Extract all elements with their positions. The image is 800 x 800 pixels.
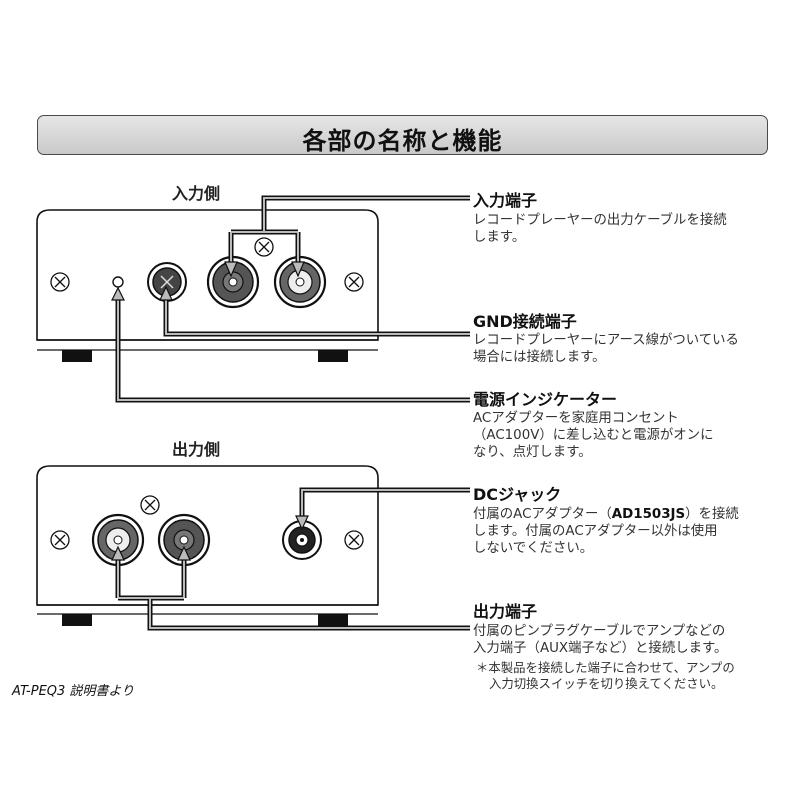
section-banner: 各部の名称と機能 [37, 115, 768, 155]
output-terminal-note: ＊本製品を接続した端子に合わせて、アンプの 入力切換スイッチを切り換えてください… [476, 660, 786, 692]
screw-icon [344, 530, 364, 550]
note-line: ＊本製品を接続した端子に合わせて、アンプの [476, 660, 735, 675]
foot-left [62, 614, 92, 626]
input-jack-left [206, 255, 260, 309]
output-panel [36, 465, 379, 626]
description-line: レコードプレーヤーの出力ケーブルを接続 [473, 213, 727, 228]
dc-jack [282, 520, 322, 560]
description-line: します。 [473, 230, 526, 245]
dc-jack-heading: DCジャック [473, 485, 562, 504]
foot-right [318, 350, 348, 362]
screw-icon [344, 272, 364, 292]
note-line: 入力切換スイッチを切り換えてください。 [489, 676, 724, 691]
output-terminal-heading: 出力端子 [473, 602, 538, 621]
power-indicator-heading: 電源インジケーター [473, 390, 618, 409]
source-caption: AT-PEQ3 説明書より [12, 684, 135, 699]
description-line: 付属のACアダプター（AD1503JS）を接続 [473, 506, 783, 523]
leader-gnd [159, 285, 470, 337]
foot-right [318, 614, 348, 626]
adapter-model-number: AD1503JS [611, 507, 686, 522]
description-line: します。付属のACアダプター以外は使用 [473, 524, 718, 539]
description-line: （AC100V）に差し込むと電源がオンに [473, 428, 714, 443]
screw-icon [140, 495, 160, 515]
leader-dc-jack [295, 487, 470, 531]
description-line: 入力端子（AUX端子など）と接続します。 [473, 641, 728, 656]
description-line: レコードプレーヤーにアース線がついている [473, 333, 739, 348]
gnd-terminal-heading: GND接続端子 [473, 312, 577, 331]
description-text: 付属のACアダプター（ [473, 507, 612, 522]
input-panel [36, 209, 379, 362]
description-line: なり、点灯します。 [473, 445, 592, 460]
description-line: 付属のピンプラグケーブルでアンプなどの [473, 624, 726, 639]
leader-input-terminals [224, 195, 470, 278]
output-terminal-description: 付属のピンプラグケーブルでアンプなどの 入力端子（AUX端子など）と接続します。 [473, 623, 783, 657]
dc-jack-description: 付属のACアダプター（AD1503JS）を接続 します。付属のACアダプター以外… [473, 506, 783, 557]
screw-icon [50, 530, 70, 550]
leader-power-indicator [111, 286, 470, 403]
input-side-label: 入力側 [172, 184, 221, 203]
description-line: 場合には接続します。 [473, 350, 606, 365]
input-jack-right [273, 255, 327, 309]
output-jack-left [91, 513, 145, 567]
input-terminal-description: レコードプレーヤーの出力ケーブルを接続 します。 [473, 212, 783, 246]
section-title: 各部の名称と機能 [302, 127, 503, 155]
power-indicator-led [112, 276, 124, 288]
description-line: ACアダプターを家庭用コンセント [473, 411, 679, 426]
input-terminal-heading: 入力端子 [473, 191, 538, 210]
screw-icon [50, 272, 70, 292]
output-jack-right [157, 513, 211, 567]
leader-output-terminals [111, 545, 470, 631]
description-text: ）を接続 [685, 507, 739, 522]
gnd-terminal-description: レコードプレーヤーにアース線がついている 場合には接続します。 [473, 332, 783, 366]
foot-left [62, 350, 92, 362]
description-line: しないでください。 [473, 541, 594, 556]
power-indicator-description: ACアダプターを家庭用コンセント （AC100V）に差し込むと電源がオンに なり… [473, 410, 783, 461]
output-side-label: 出力側 [172, 440, 221, 459]
screw-icon [254, 237, 274, 257]
